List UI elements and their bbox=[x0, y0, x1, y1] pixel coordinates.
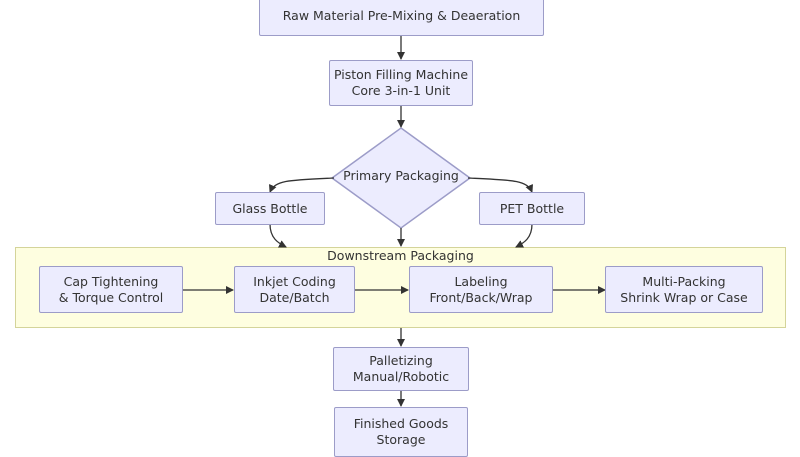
node-label-line2: Storage bbox=[376, 432, 426, 447]
edge-primary-to-pet bbox=[467, 177, 533, 193]
node-pet-bottle[interactable]: PET Bottle bbox=[479, 192, 585, 225]
node-label-line2: Front/Back/Wrap bbox=[429, 289, 533, 305]
node-label-line1: Inkjet Coding bbox=[253, 273, 336, 289]
node-label-line2: & Torque Control bbox=[58, 289, 164, 305]
node-inkjet-coding[interactable]: Inkjet Coding Date/Batch bbox=[234, 266, 355, 313]
node-cap-tightening[interactable]: Cap Tightening & Torque Control bbox=[39, 266, 183, 313]
cluster-label: Downstream Packaging bbox=[327, 248, 474, 263]
node-raw-material[interactable]: Raw Material Pre-Mixing & Deaeration bbox=[259, 0, 544, 36]
node-label: Glass Bottle bbox=[232, 200, 308, 216]
node-label: Raw Material Pre-Mixing & Deaeration bbox=[282, 8, 521, 23]
node-glass-bottle[interactable]: Glass Bottle bbox=[215, 192, 325, 225]
edge-pet-to-downstream bbox=[515, 223, 533, 248]
node-label-line1: Finished Goods bbox=[353, 416, 449, 431]
node-label-line1: Piston Filling Machine bbox=[333, 67, 469, 82]
node-label-line1: Cap Tightening bbox=[63, 273, 159, 289]
node-label-line1: Multi-Packing bbox=[642, 273, 726, 289]
node-label-line2: Manual/Robotic bbox=[352, 369, 450, 384]
node-label-line1: Palletizing bbox=[369, 353, 433, 368]
node-palletizing[interactable]: Palletizing Manual/Robotic bbox=[333, 347, 469, 391]
node-labeling[interactable]: Labeling Front/Back/Wrap bbox=[409, 266, 553, 313]
edge-glass-to-downstream bbox=[269, 223, 287, 248]
node-label-line2: Core 3-in-1 Unit bbox=[351, 83, 451, 98]
edge-primary-to-glass bbox=[269, 177, 335, 193]
node-multi-packing[interactable]: Multi-Packing Shrink Wrap or Case bbox=[605, 266, 763, 313]
node-piston-filling[interactable]: Piston Filling Machine Core 3-in-1 Unit bbox=[329, 60, 473, 106]
node-label: PET Bottle bbox=[499, 200, 565, 216]
node-label-line2: Shrink Wrap or Case bbox=[620, 289, 748, 305]
node-label-line2: Date/Batch bbox=[259, 289, 330, 305]
node-label-line1: Labeling bbox=[454, 273, 508, 289]
primary-packaging-label: Primary Packaging bbox=[343, 168, 459, 183]
